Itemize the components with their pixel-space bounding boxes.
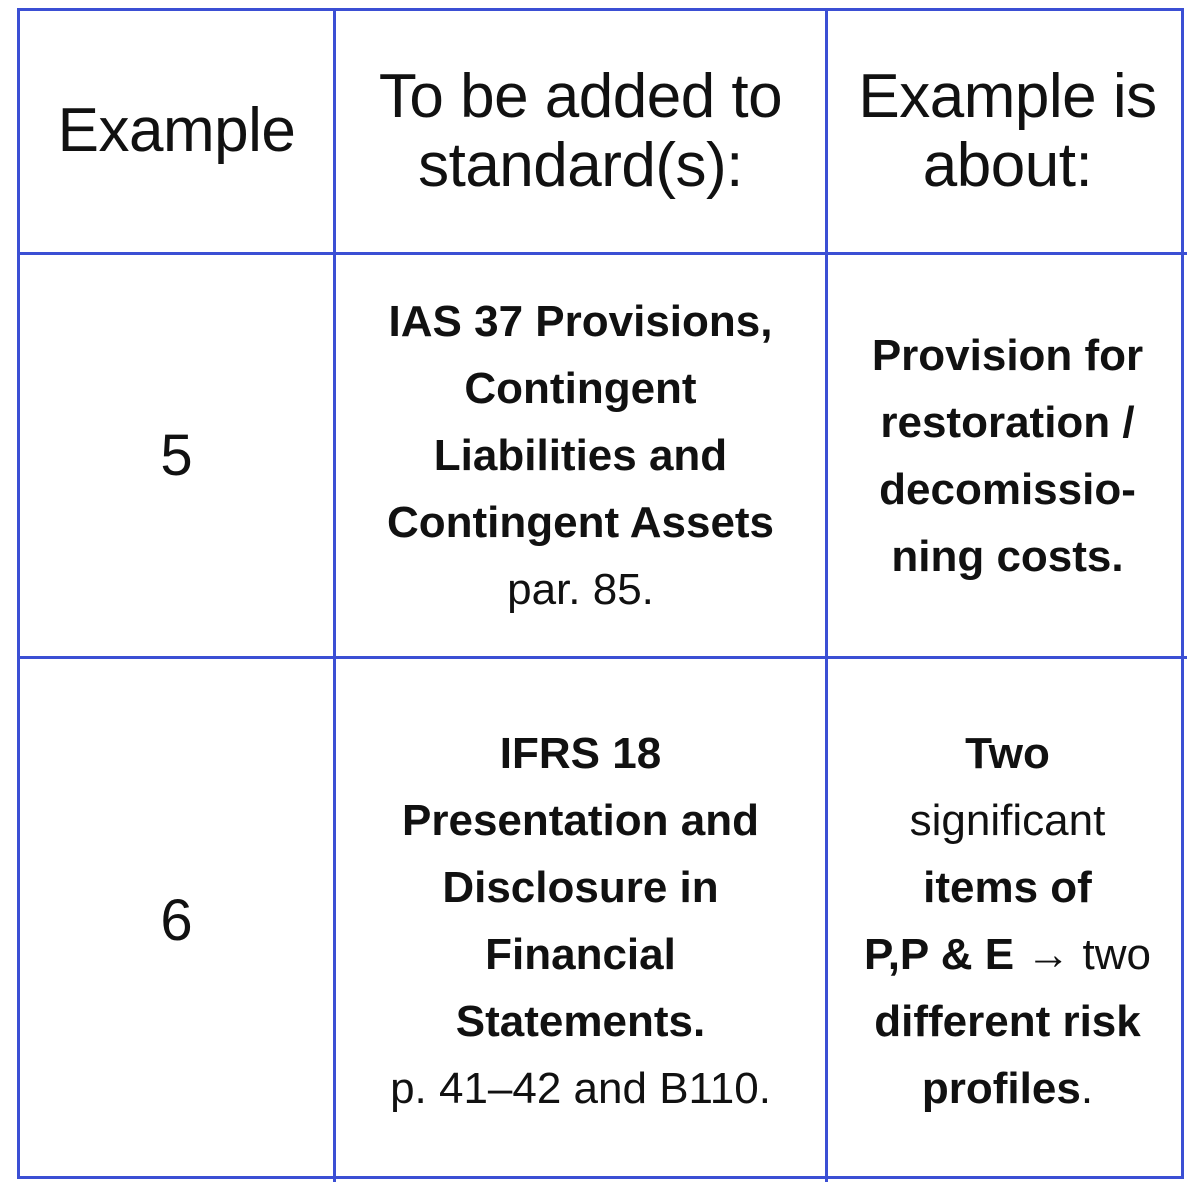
row5-about-cell: Provision for restoration / decomissio- … bbox=[828, 255, 1187, 659]
about-line: restoration / bbox=[880, 397, 1135, 447]
example-number: 6 bbox=[160, 888, 193, 953]
header-about-line2: about: bbox=[922, 130, 1093, 200]
standard-reference: par. 85. bbox=[507, 565, 654, 614]
standard-line: IFRS 18 bbox=[499, 728, 662, 778]
about-line: ning costs. bbox=[891, 531, 1124, 581]
row6-about-cell: Two significant items of P,P & E → two d… bbox=[828, 659, 1187, 1182]
standard-line: IAS 37 Provisions, bbox=[388, 297, 773, 346]
header-cell-standard: To be added to standard(s): bbox=[336, 11, 828, 255]
row5-example-number: 5 bbox=[20, 255, 336, 659]
about-line: different risk bbox=[874, 996, 1141, 1046]
header-cell-about: Example is about: bbox=[828, 11, 1187, 255]
header-cell-example: Example bbox=[20, 11, 336, 255]
header-standard-line2: standard(s): bbox=[418, 130, 743, 200]
standard-line: Statements. bbox=[455, 996, 706, 1046]
standard-reference: p. 41–42 and B110. bbox=[390, 1063, 771, 1113]
standard-line: Liabilities and bbox=[433, 431, 728, 480]
row6-example-number: 6 bbox=[20, 659, 336, 1182]
standard-line: Presentation and bbox=[402, 795, 759, 845]
about-line: items of bbox=[923, 862, 1092, 912]
standard-line: Contingent bbox=[464, 364, 697, 413]
example-number: 5 bbox=[160, 423, 193, 488]
about-line: Two bbox=[965, 728, 1050, 778]
standard-line: Financial bbox=[485, 929, 676, 979]
about-bold-segment: P,P & E bbox=[864, 929, 1015, 979]
about-line: significant bbox=[909, 795, 1106, 845]
about-normal-segment: → two bbox=[1014, 929, 1151, 979]
about-normal-segment: . bbox=[1080, 1063, 1094, 1113]
about-bold-segment: profiles bbox=[921, 1063, 1081, 1113]
about-line: Provision for bbox=[871, 330, 1144, 380]
header-about-line1: Example is bbox=[858, 62, 1157, 132]
header-standard-line1: To be added to bbox=[378, 62, 783, 132]
standard-line: Contingent Assets bbox=[386, 498, 775, 547]
standard-line: Disclosure in bbox=[442, 862, 719, 912]
examples-table: Example To be added to standard(s): Exam… bbox=[17, 8, 1187, 1182]
row6-standard-cell: IFRS 18 Presentation and Disclosure in F… bbox=[336, 659, 828, 1182]
row5-standard-cell: IAS 37 Provisions, Contingent Liabilitie… bbox=[336, 255, 828, 659]
about-line: decomissio- bbox=[879, 464, 1136, 514]
header-example-label: Example bbox=[57, 96, 296, 166]
about-line: profiles. bbox=[864, 1055, 1151, 1122]
about-line: P,P & E → two bbox=[864, 921, 1151, 988]
